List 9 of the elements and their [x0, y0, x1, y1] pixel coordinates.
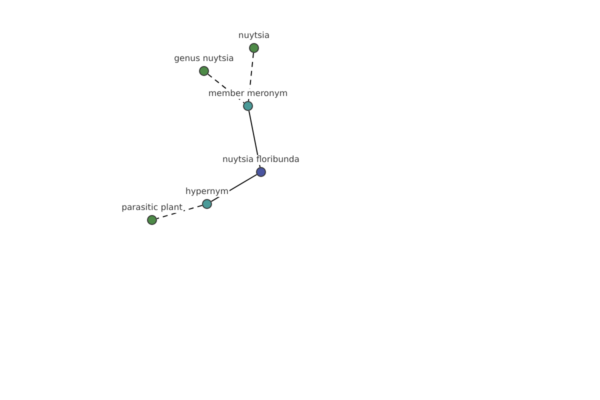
connector-line [248, 52, 254, 102]
node-label: nuytsia [237, 31, 271, 41]
connector-line [156, 204, 203, 220]
node-label: member meronym [207, 89, 289, 99]
node-label: parasitic plant [120, 203, 184, 213]
node-label: hypernym [184, 187, 230, 197]
node-label: genus nuytsia [173, 54, 235, 64]
node-label: nuytsia floribunda [221, 155, 301, 165]
connector-line [207, 74, 245, 104]
